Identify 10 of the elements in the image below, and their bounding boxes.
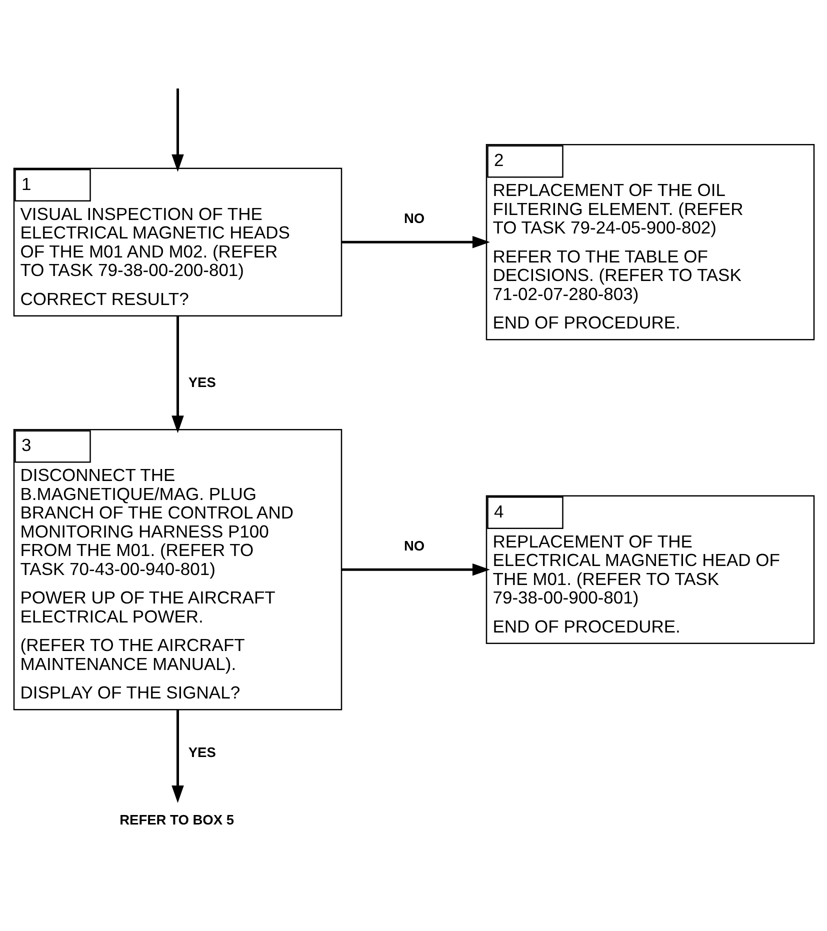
edge-label: NO [404, 210, 424, 226]
arrow [341, 235, 490, 248]
arrow [171, 88, 184, 172]
edge-label: YES [188, 374, 216, 390]
arrow [171, 709, 184, 803]
arrow [341, 562, 490, 576]
node-text: REFER TO BOX 5 [119, 812, 234, 827]
edge-label: YES [188, 744, 216, 760]
arrow [171, 315, 184, 433]
edge-label: NO [404, 538, 424, 554]
